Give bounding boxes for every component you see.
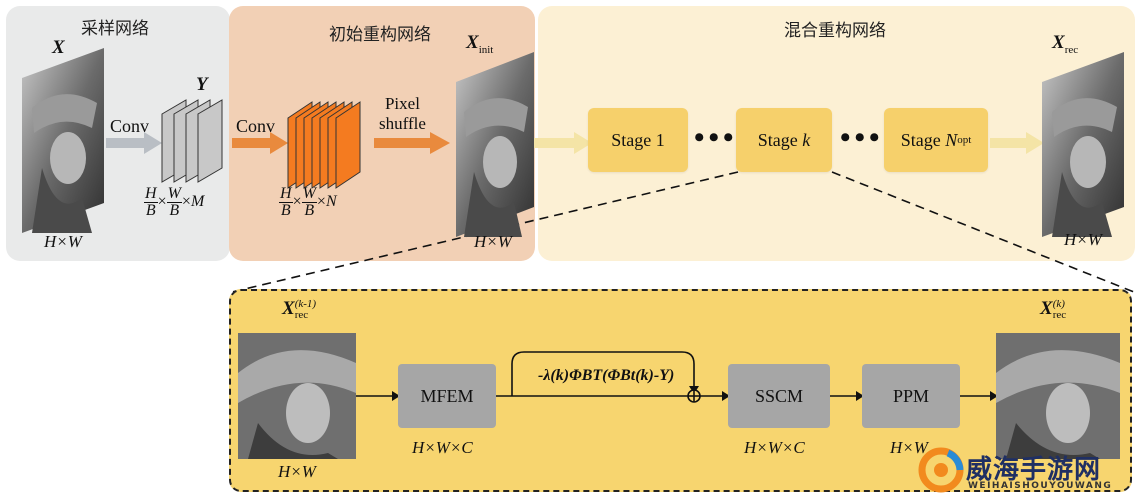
reconstructed-image (1042, 52, 1124, 237)
gradient-formula: -λ(k)ΦBT(ΦBt(k)-Y) (538, 367, 675, 384)
y-measurement-label: Y (196, 74, 208, 95)
conv-label-1: Conv (110, 116, 150, 136)
reconstructed-image-graphic (1042, 52, 1124, 237)
input-image (22, 48, 104, 233)
x-rec-label: Xrec (1052, 32, 1079, 56)
stage-input-size-label: H×W (278, 462, 316, 481)
initial-feature-maps (287, 101, 361, 189)
sampling-arrow (106, 132, 162, 154)
stage-input-image-graphic (238, 333, 356, 459)
hybrid-reconstruction-title: 混合重构网络 (784, 21, 886, 41)
dots-1: ••• (694, 121, 738, 154)
x-input-label: X (52, 37, 65, 58)
input-image-graphic (22, 48, 104, 233)
watermark-title: 威海手游网 (966, 455, 1102, 485)
watermark-subtitle: WEIHAISHOUYOUWANG (968, 481, 1113, 491)
pixel-shuffle-label: Pixel shuffle (379, 94, 426, 133)
stage-k-box: Stage k (736, 108, 832, 172)
output-size-label: H×W (1064, 230, 1102, 249)
stage-1-box: Stage 1 (588, 108, 688, 172)
x-init-label: Xinit (466, 32, 494, 56)
dots-2: ••• (840, 121, 884, 154)
ppm-size-label: H×W (890, 438, 928, 457)
x-rec-k-label: X(k)rec (1040, 297, 1067, 321)
x-rec-prev-label: X(k-1)rec (282, 297, 317, 321)
initial-reconstruction-title: 初始重构网络 (329, 25, 431, 45)
ppm-module: PPM (862, 364, 960, 428)
hybrid-input-arrow (534, 132, 592, 154)
pixel-shuffle-arrow (374, 132, 450, 154)
stage-output-image-graphic (996, 333, 1120, 459)
sscm-module: SSCM (728, 364, 830, 428)
watermark-logo-icon (918, 447, 964, 493)
initial-image-graphic (456, 52, 534, 237)
initial-conv-arrow (232, 132, 288, 154)
conv-label-2: Conv (236, 116, 276, 136)
sampling-network-title: 采样网络 (81, 19, 149, 39)
mfem-size-label: H×W×C (412, 438, 473, 457)
stage-detail-panel (229, 289, 1132, 492)
input-size-label: H×W (44, 232, 82, 251)
initial-size-label: H×W (474, 232, 512, 251)
watermark: 威海手游网 WEIHAISHOUYOUWANG (918, 445, 1140, 497)
stage-input-image (238, 333, 356, 459)
mfem-module: MFEM (398, 364, 496, 428)
initial-reconstruction-image (456, 52, 534, 237)
measurement-feature-maps (161, 99, 223, 183)
stage-output-image (996, 333, 1120, 459)
sscm-size-label: H×W×C (744, 438, 805, 457)
hybrid-output-arrow (990, 132, 1044, 154)
